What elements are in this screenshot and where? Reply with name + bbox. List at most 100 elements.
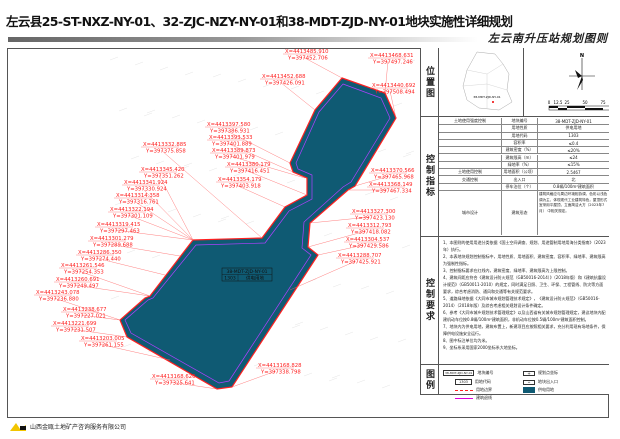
leader-line [133,200,194,241]
row-group: 土地使用控制 [439,169,502,176]
leader-line [309,216,371,224]
requirement-item: 7、地块内为供电用地，建筑布置上，新建项目应按照相关要求，充分利用现有场地条件，… [443,324,606,336]
locmap-parcel-label: 38-MDT-ZJD-NY-01 [473,95,500,99]
coordinate-y: Y=397452.706 [287,56,328,62]
scale-tick-label: 0 [548,100,551,105]
leader-line [107,243,181,257]
terrain-mark [118,107,128,112]
row-group [439,161,502,169]
leader-line [98,343,171,361]
leader-line [289,260,357,291]
terrain-mark [402,153,412,158]
terrain-mark [143,112,153,117]
coordinate-y: Y=397425.921 [340,260,381,266]
coordinate-y: Y=397403.918 [220,184,261,190]
scale-bar [548,105,620,111]
coordinate-y: Y=397330.924 [126,187,167,193]
leader-line [354,175,390,187]
terrain-mark [373,242,383,247]
legend-section-label: 图例 [421,364,439,395]
terrain-mark [393,102,403,107]
terrain-mark [159,66,169,71]
coordinate-y: Y=397351.262 [143,174,184,180]
coordinate-y: Y=397386.931 [209,129,250,135]
parcel-label-box[interactable]: 38-MDT-ZJD-NY-01 1303 供电用地 [221,267,273,282]
coordinate-x: X=4413327.300 [352,209,396,215]
terrain-mark [126,249,136,254]
requirements-list: 1、本图则的使用用途分类依据《国土空间调查、规划、用途管制用地用海分类指南》（2… [443,239,607,351]
row-key: 用地性质 [502,125,538,132]
row-value: 北 [571,176,576,182]
leader-line [95,257,166,276]
coordinate-x: X=4413440.692 [372,83,415,89]
divider [421,236,609,237]
scale-tick-label: 25 [564,100,570,105]
terrain-mark [385,290,395,295]
terrain-mark [348,237,358,242]
row-key: 出入口 [502,176,538,183]
coordinate-y: Y=397401.979 [214,155,255,161]
leader-line [384,60,389,94]
coordinate-y: Y=397465.968 [373,175,414,181]
info-panel: 位置图 38-MDT-ZJD-NY-01 N 012.5255075米 控制指标… [420,48,620,400]
coordinate-x: X=4413332.885 [143,142,186,148]
location-section-label: 位置图 [421,48,439,116]
coordinate-y: Y=397401.889 [211,142,252,148]
terrain-mark [151,254,161,259]
coordinate-y: Y=397261.155 [83,343,124,349]
coordinate-y: Y=397316.761 [118,200,159,206]
legend-item: +规划点坐标 [523,370,558,376]
page-subtitle: 左云南升压站规划图则 [488,32,608,45]
coordinate-y: Y=397508.494 [374,90,415,96]
leader-line [389,90,397,119]
coordinate-y: Y=397301.109 [112,214,153,220]
row-value: 建筑风格应与周边环境相协调，色彩以浅色调为主，体现现代工业建筑特色，屋顶形式宜采… [539,192,608,213]
row-key: 用地面积（公顷） [502,169,538,176]
leader-line [169,381,218,390]
north-label: N [580,53,584,59]
title-underline-bar [8,37,478,42]
terrain-mark [122,343,132,348]
leader-line [244,169,308,196]
legend-label: 建筑退线 [476,395,492,400]
terrain-mark [381,384,391,389]
design-row: 城市设计建筑形态建筑风格应与周边环境相协调，色彩以浅色调为主，体现现代工业建筑特… [439,191,609,235]
coordinate-x: X=4413380.179 [227,162,270,168]
coordinate-y: Y=397325.641 [154,381,195,387]
coordinate-x: X=4413168.626 [152,374,196,380]
terrain-mark [331,374,341,379]
terrain-mark [360,285,370,290]
legend-label: 地块出入口 [538,379,558,384]
terrain-mark [192,213,202,218]
row-value: ≤0.4 [568,140,579,146]
coordinate-y: Y=397254.353 [63,270,104,276]
leader-line [127,214,194,241]
terrain-mark [364,191,374,196]
coordinate-x: X=4413368.149 [369,182,412,188]
scale-tick-label: 12.5 [554,100,563,105]
requirement-item: 9、坐标系采用国家2000坐标系大地坐标。 [443,345,520,350]
row-group [439,125,502,132]
terrain-mark [245,220,255,225]
coordinate-x: X=4413370.566 [371,168,415,174]
table-row: 建筑密度（%）≤20% [439,147,609,155]
row-value: 供电用地 [565,125,582,131]
terrain-mark [369,336,379,341]
footer: 山西金瓯土地矿产咨询服务有限公司 [10,422,126,431]
requirement-item: 5、道路绿地依据《大同市城市规划管理技术规定》，《建筑设计防火规范》（GB500… [443,296,600,308]
terrain-mark [377,148,387,153]
